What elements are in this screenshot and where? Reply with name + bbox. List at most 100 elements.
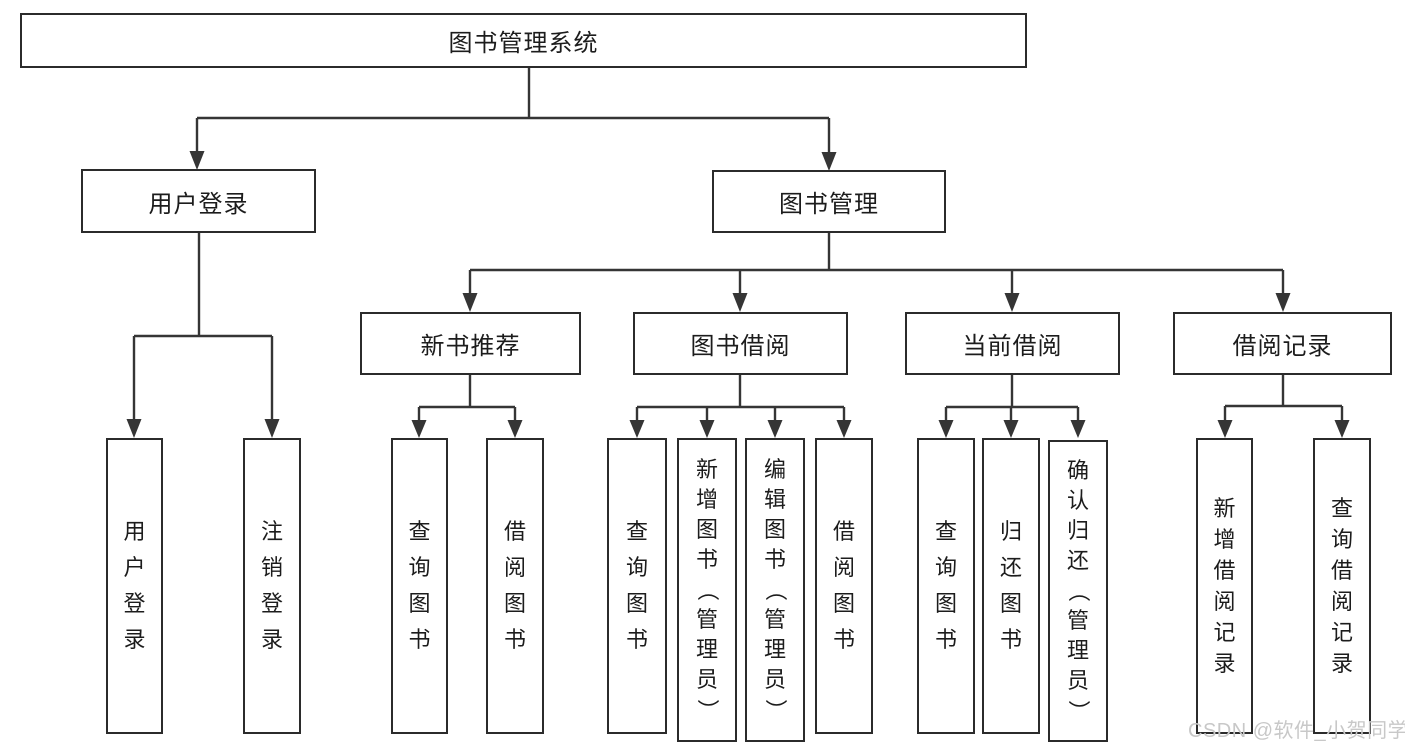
vertical-char: 记 (1330, 620, 1353, 645)
vertical-char: 户 (123, 555, 146, 580)
vertical-char: 录 (1213, 651, 1236, 676)
leaf-logout: 注销登录 (243, 438, 301, 734)
vertical-char: 管 (763, 607, 786, 632)
vertical-char: 书 (625, 627, 648, 652)
connector-borrow-record (1217, 375, 1350, 438)
node-book-borrow: 图书借阅 (633, 312, 848, 375)
leaf-rec-query-book: 查询图书 (391, 438, 448, 734)
leaf-br-query-record: 查询借阅记录 (1313, 438, 1371, 734)
vertical-char: 借 (503, 519, 526, 544)
leaf-rec-borrow-book: 借阅图书 (486, 438, 544, 734)
vertical-char: 书 (934, 627, 957, 652)
vertical-char: 登 (123, 591, 146, 616)
vertical-char: 增 (1213, 527, 1236, 552)
vertical-char: 查 (934, 519, 957, 544)
connector-book-borrow (629, 375, 852, 438)
vertical-char: （ (694, 578, 720, 602)
vertical-char: 辑 (763, 487, 786, 512)
vertical-char: （ (762, 578, 788, 602)
leaf-cb-query-book: 查询图书 (917, 438, 975, 734)
vertical-char: 阅 (503, 555, 526, 580)
vertical-char: ） (694, 698, 720, 722)
vertical-char: 查 (625, 519, 648, 544)
vertical-char: 归 (1066, 518, 1089, 543)
vertical-char: ） (762, 698, 788, 722)
vertical-char: 图 (763, 517, 786, 542)
vertical-char: 询 (1330, 527, 1353, 552)
vertical-char: 注 (260, 519, 283, 544)
vertical-char: 理 (763, 637, 786, 662)
leaf-user-login: 用户登录 (106, 438, 163, 734)
node-book-mgmt-label: 图书管理 (779, 191, 879, 218)
vertical-char: 阅 (1330, 589, 1353, 614)
node-new-book-rec-label: 新书推荐 (420, 333, 521, 360)
vertical-char: 图 (832, 591, 855, 616)
vertical-char: 归 (999, 519, 1022, 544)
vertical-char: 查 (1330, 496, 1353, 521)
vertical-char: 询 (934, 555, 957, 580)
vertical-char: 新 (1213, 496, 1236, 521)
node-current-borrow-label: 当前借阅 (962, 333, 1063, 360)
leaf-bb-edit-book: 编辑图书 （ 管理员 ） (745, 438, 805, 742)
vertical-char: 借 (832, 519, 855, 544)
vertical-char: 认 (1066, 488, 1089, 513)
leaf-bb-borrow-book: 借阅图书 (815, 438, 873, 734)
connector-user-login (126, 233, 280, 438)
node-new-book-rec: 新书推荐 (360, 312, 581, 375)
vertical-char: 查 (408, 519, 431, 544)
vertical-char: 询 (625, 555, 648, 580)
csdn-watermark: CSDN @软件_小贺同学 (1188, 720, 1405, 742)
vertical-char: 图 (503, 591, 526, 616)
vertical-char: 图 (934, 591, 957, 616)
node-borrow-record: 借阅记录 (1173, 312, 1392, 375)
leaf-cb-confirm-return: 确认归还（管理员） (1048, 440, 1108, 742)
vertical-char: 记 (1213, 620, 1236, 645)
vertical-char: （ (1065, 579, 1091, 603)
vertical-char: 借 (1213, 558, 1236, 583)
vertical-char: 阅 (1213, 589, 1236, 614)
vertical-char: 还 (1066, 548, 1089, 573)
vertical-char: 理 (1066, 638, 1089, 663)
vertical-char: 员 (763, 667, 786, 692)
vertical-char: 书 (763, 547, 786, 572)
vertical-char: 登 (260, 591, 283, 616)
node-root: 图书管理系统 (20, 13, 1027, 68)
node-book-borrow-label: 图书借阅 (690, 333, 791, 360)
leaf-bb-add-book: 新增图书 （ 管理员 ） (677, 438, 737, 742)
vertical-char: 询 (408, 555, 431, 580)
vertical-char: 阅 (832, 555, 855, 580)
vertical-char: 销 (260, 555, 283, 580)
connector-new-book-rec (411, 375, 523, 438)
connector-root (189, 68, 837, 171)
node-user-login: 用户登录 (81, 169, 316, 233)
vertical-char: 书 (695, 547, 718, 572)
vertical-char: 书 (832, 627, 855, 652)
vertical-char: 用 (123, 519, 146, 544)
vertical-char: 书 (999, 627, 1022, 652)
leaf-bb-query-book: 查询图书 (607, 438, 667, 734)
vertical-char: 员 (695, 667, 718, 692)
vertical-char: 管 (1066, 608, 1089, 633)
vertical-char: 增 (695, 487, 718, 512)
connector-current-borrow (938, 375, 1086, 438)
connector-book-mgmt (462, 233, 1291, 312)
vertical-char: 理 (695, 637, 718, 662)
vertical-char: 新 (695, 457, 718, 482)
vertical-char: 图 (695, 517, 718, 542)
vertical-char: 借 (1330, 558, 1353, 583)
vertical-char: 图 (999, 591, 1022, 616)
vertical-char: 编 (763, 457, 786, 482)
vertical-char: 员 (1066, 668, 1089, 693)
vertical-char: 管 (695, 607, 718, 632)
vertical-char: 图 (408, 591, 431, 616)
vertical-char: 确 (1066, 458, 1089, 483)
vertical-char: 录 (1330, 651, 1353, 676)
node-user-login-label: 用户登录 (148, 190, 249, 218)
vertical-char: 书 (503, 627, 526, 652)
node-borrow-record-label: 借阅记录 (1232, 333, 1333, 360)
leaf-br-add-record: 新增借阅记录 (1196, 438, 1253, 734)
leaf-cb-return-book: 归还图书 (982, 438, 1040, 734)
vertical-char: 书 (408, 627, 431, 652)
